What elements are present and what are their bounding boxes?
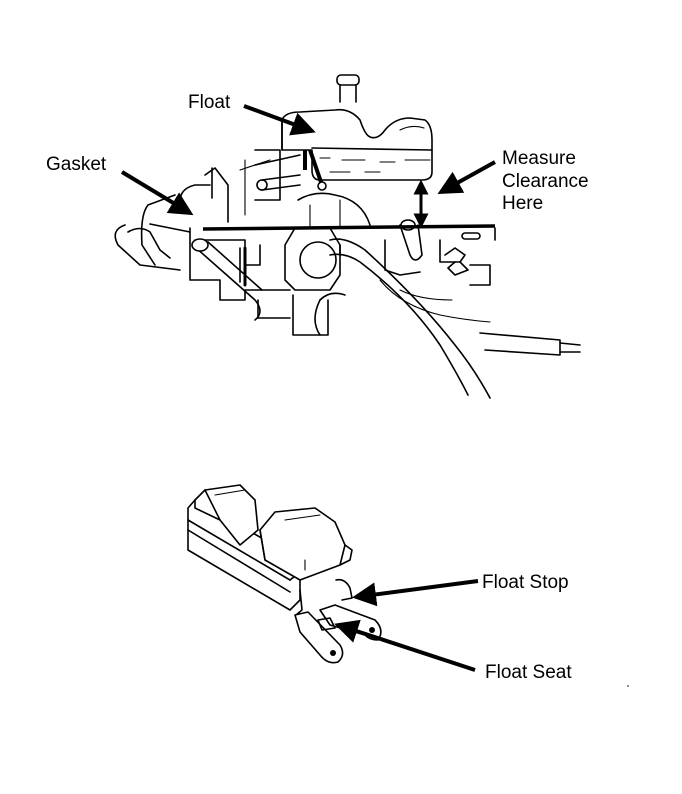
gasket-arrow bbox=[120, 170, 194, 216]
float-label: Float bbox=[188, 92, 231, 113]
fuel-hose bbox=[329, 238, 581, 399]
measure-label-line3: Here bbox=[502, 193, 543, 214]
float-assembly-drawing bbox=[187, 484, 479, 672]
float-seat-label: Float Seat bbox=[485, 662, 572, 683]
gasket-line bbox=[202, 224, 496, 231]
gasket-label: Gasket bbox=[46, 154, 107, 175]
linkage bbox=[179, 149, 301, 223]
throttle-body bbox=[189, 192, 461, 336]
scan-speck bbox=[627, 685, 629, 687]
float-arrow bbox=[243, 104, 316, 136]
float-body bbox=[281, 108, 433, 181]
measure-label-line1: Measure bbox=[502, 148, 576, 169]
float-seat-arrow bbox=[334, 619, 476, 672]
vent-nipple bbox=[336, 74, 360, 103]
measure-label-line2: Clearance bbox=[502, 171, 589, 192]
carburetor-drawing bbox=[114, 74, 581, 399]
left-hoses bbox=[114, 194, 346, 336]
float-stop-label: Float Stop bbox=[482, 572, 569, 593]
clearance-arrow bbox=[437, 160, 496, 194]
float-stop-arrow bbox=[352, 579, 479, 607]
right-hardware bbox=[399, 219, 496, 286]
